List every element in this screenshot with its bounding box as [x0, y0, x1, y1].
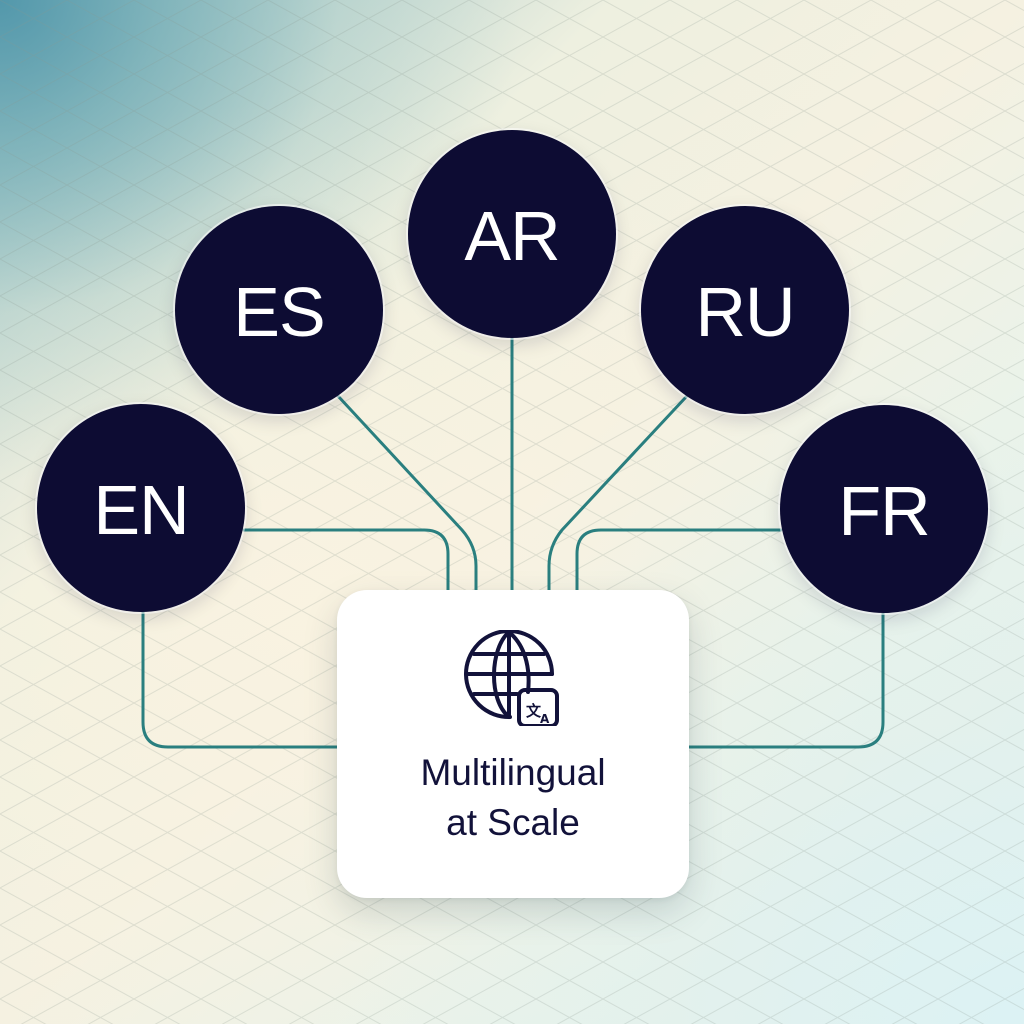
hub-title-line-2: at Scale: [446, 802, 580, 843]
language-code: ES: [233, 273, 325, 351]
connector-fr-bottom: [687, 610, 885, 749]
language-node-es: ES: [175, 206, 383, 414]
language-code: AR: [464, 197, 560, 275]
svg-text:文: 文: [526, 702, 542, 720]
language-node-fr: FR: [780, 405, 988, 613]
connector-en-bottom: [141, 610, 339, 749]
connector-en-top: [242, 528, 450, 594]
hub-title-line-1: Multilingual: [420, 752, 606, 793]
language-node-en: EN: [37, 404, 245, 612]
hub-card: 文 A Multilingual at Scale: [337, 590, 689, 898]
language-code: RU: [695, 273, 795, 351]
connector-es: [336, 394, 478, 594]
language-node-ru: RU: [641, 206, 849, 414]
svg-text:A: A: [540, 712, 550, 726]
language-node-ar: AR: [408, 130, 616, 338]
connector-ru: [547, 395, 688, 594]
connector-fr-top: [575, 528, 783, 594]
language-code: EN: [93, 471, 189, 549]
globe-translate-icon: 文 A: [464, 630, 559, 726]
language-code: FR: [838, 472, 930, 550]
hub-title: Multilingual at Scale: [337, 748, 689, 848]
